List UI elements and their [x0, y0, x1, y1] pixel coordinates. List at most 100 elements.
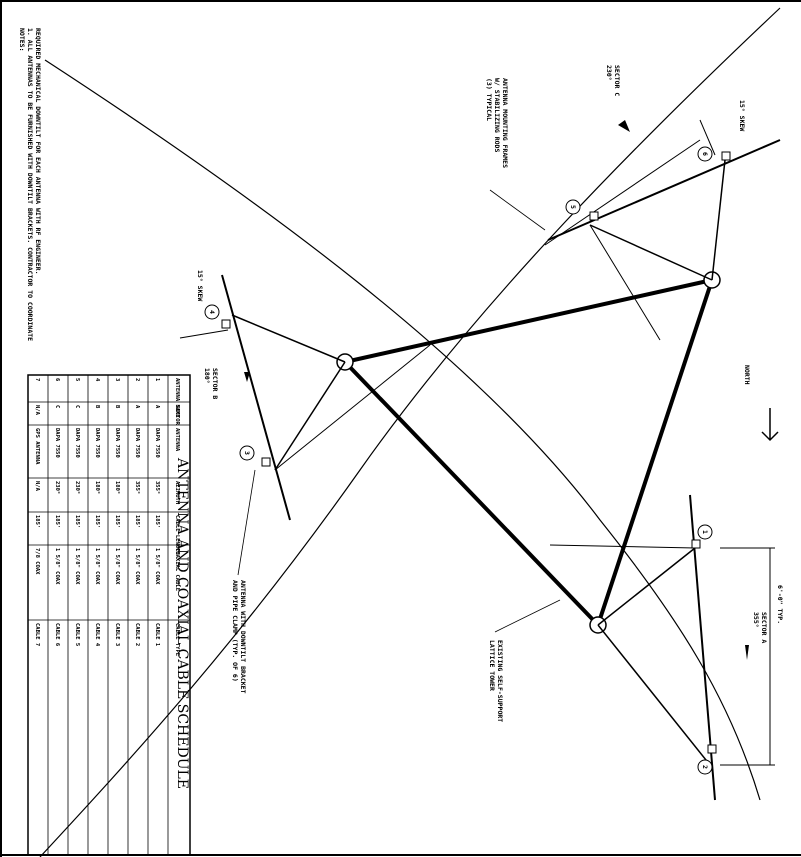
svg-text:ANTENNA WITH DOWNTILT BRACKET: ANTENNA WITH DOWNTILT BRACKET — [239, 580, 247, 694]
table-cell: 1 5/8" COAX — [54, 548, 60, 585]
svg-text:LATTICE TOWER: LATTICE TOWER — [488, 640, 496, 691]
svg-text:W/ STABILIZING RODS: W/ STABILIZING RODS — [493, 78, 501, 152]
sector-a-frame — [549, 494, 717, 801]
table-cell: DAPA 7550 — [94, 428, 100, 458]
table-cell: CABLE 4 — [94, 623, 100, 647]
sector-a-arrow — [745, 645, 749, 660]
table-cell: N/A — [34, 405, 40, 416]
table-cell: B — [94, 405, 100, 409]
table-cell: 185' — [114, 515, 120, 528]
table-header: AZIMUTH — [174, 481, 180, 504]
cable-schedule-table: ANTENNA AND COAXIAL CABLE SCHEDULE ANTEN… — [27, 374, 191, 856]
table-header: ANTENNA — [174, 428, 180, 452]
table-cell: 5 — [74, 378, 80, 381]
north-label: NORTH — [743, 365, 751, 385]
table-cell: 3 — [114, 378, 120, 381]
table-cell: 180° — [114, 481, 120, 494]
table-cell: CABLE 6 — [54, 623, 60, 647]
table-cell: 1 5/8" COAX — [74, 548, 80, 585]
svg-text:6: 6 — [701, 152, 709, 156]
svg-text:3: 3 — [243, 451, 251, 455]
sector-a-label: SECTOR A — [760, 612, 768, 643]
table-cell: CABLE 3 — [114, 623, 120, 646]
sector-c-frame — [547, 139, 781, 341]
table-cell: 185' — [54, 515, 60, 528]
table-header: CABLE TYPE — [174, 623, 180, 656]
table-cell: C — [54, 405, 60, 408]
svg-text:EXISTING SELF-SUPPORT: EXISTING SELF-SUPPORT — [496, 640, 504, 722]
sector-b-arrow — [244, 372, 250, 382]
sector-c-label: SECTOR C — [613, 65, 621, 96]
table-cell: CABLE 1 — [154, 623, 160, 647]
notes-block: NOTES: 1. ALL ANTENNAS TO BE FURNISHED W… — [18, 28, 42, 341]
skew-label-c: 15° SKEW — [738, 100, 746, 131]
svg-text:ANTENNA MOUNTING FRAMES: ANTENNA MOUNTING FRAMES — [501, 78, 509, 168]
svg-text:4: 4 — [208, 310, 216, 314]
table-cell: DAPA 7550 — [54, 428, 60, 458]
skew-line-b — [179, 329, 229, 339]
table-cell: DAPA 7550 — [134, 428, 140, 458]
skew-line-c — [699, 119, 716, 156]
outline-curve-2 — [39, 7, 781, 857]
table-cell: 6 — [54, 378, 60, 382]
antenna-number-2: 2 — [697, 759, 713, 775]
table-cell: 1 5/8" COAX — [134, 548, 140, 585]
table-cell: 185' — [34, 515, 40, 528]
table-cell: A — [134, 405, 140, 409]
table-cell: 185' — [94, 515, 100, 528]
table-cell: CABLE 5 — [74, 623, 80, 646]
table-cell: 180° — [94, 481, 100, 494]
svg-text:1. ALL ANTENNAS TO BE FURNISHE: 1. ALL ANTENNAS TO BE FURNISHED WITH DOW… — [26, 28, 34, 341]
north-arrow-icon — [761, 408, 779, 442]
table-cell: DAPA 7550 — [114, 428, 120, 458]
sector-a-azimuth: 355° — [752, 612, 760, 628]
table-cell: N/A — [34, 481, 40, 492]
sector-b-azimuth: 180° — [203, 368, 211, 384]
svg-text:1: 1 — [701, 530, 709, 534]
table-cell: 355° — [154, 481, 160, 494]
sector-b-label: SECTOR B — [211, 368, 219, 399]
table-cell: 1 5/8" COAX — [114, 548, 120, 585]
antenna-number-1: 1 — [697, 524, 713, 540]
table-cell: 1 5/8" COAX — [154, 548, 160, 585]
svg-text:AND PIPE CLAMP (TYP. OF 6): AND PIPE CLAMP (TYP. OF 6) — [231, 580, 239, 682]
table-cell: GPS ANTENNA — [34, 428, 40, 465]
svg-text:5: 5 — [569, 205, 577, 209]
spacing-label: 6'-0" TYP. — [776, 585, 784, 624]
table-cell: 230° — [74, 481, 80, 494]
outline-curve-3 — [544, 139, 701, 246]
table-cell: 230° — [54, 481, 60, 494]
table-cell: 7 — [34, 378, 40, 381]
sector-c-arrow — [618, 120, 630, 132]
antenna-number-5: 5 — [565, 199, 581, 215]
table-cell: 2 — [134, 378, 140, 381]
table-cell: C — [74, 405, 80, 408]
table-cell: 185' — [74, 515, 80, 528]
table-header: COAXIAL CABLE — [174, 548, 180, 591]
table-cell: 355° — [134, 481, 140, 494]
table-cell: DAPA 7550 — [154, 428, 160, 458]
svg-text:2: 2 — [701, 765, 709, 769]
table-header: ANTENNA NAME — [174, 378, 180, 418]
table-header: SECTOR — [174, 405, 180, 426]
spacing-dimension — [720, 547, 775, 766]
table-cell: 1 5/8" COAX — [94, 548, 100, 585]
table-cell: 1 — [154, 378, 160, 382]
table-cell: CABLE 7 — [34, 623, 40, 646]
table-cell: 185' — [134, 515, 140, 528]
table-cell: DAPA 7550 — [74, 428, 80, 458]
svg-text:REQUIRED MECHANICAL DOWNTILT F: REQUIRED MECHANICAL DOWNTILT FOR EACH AN… — [34, 28, 42, 275]
svg-text:NOTES:: NOTES: — [18, 28, 26, 51]
antenna-number-6: 6 — [697, 146, 713, 162]
table-header: CABLE LENGTH — [174, 515, 180, 555]
antenna-number-3: 3 — [239, 445, 255, 461]
sector-b-frame — [221, 274, 431, 521]
table-cell: CABLE 2 — [134, 623, 140, 646]
mounting-frames-callout: ANTENNA MOUNTING FRAMES W/ STABILIZING R… — [485, 78, 546, 231]
sector-c-azimuth: 230° — [605, 65, 613, 81]
table-cell: B — [114, 405, 120, 409]
outline-curve-1 — [44, 59, 761, 801]
table-cell: 185' — [154, 515, 160, 528]
existing-tower-callout: EXISTING SELF-SUPPORT LATTICE TOWER — [488, 599, 561, 722]
